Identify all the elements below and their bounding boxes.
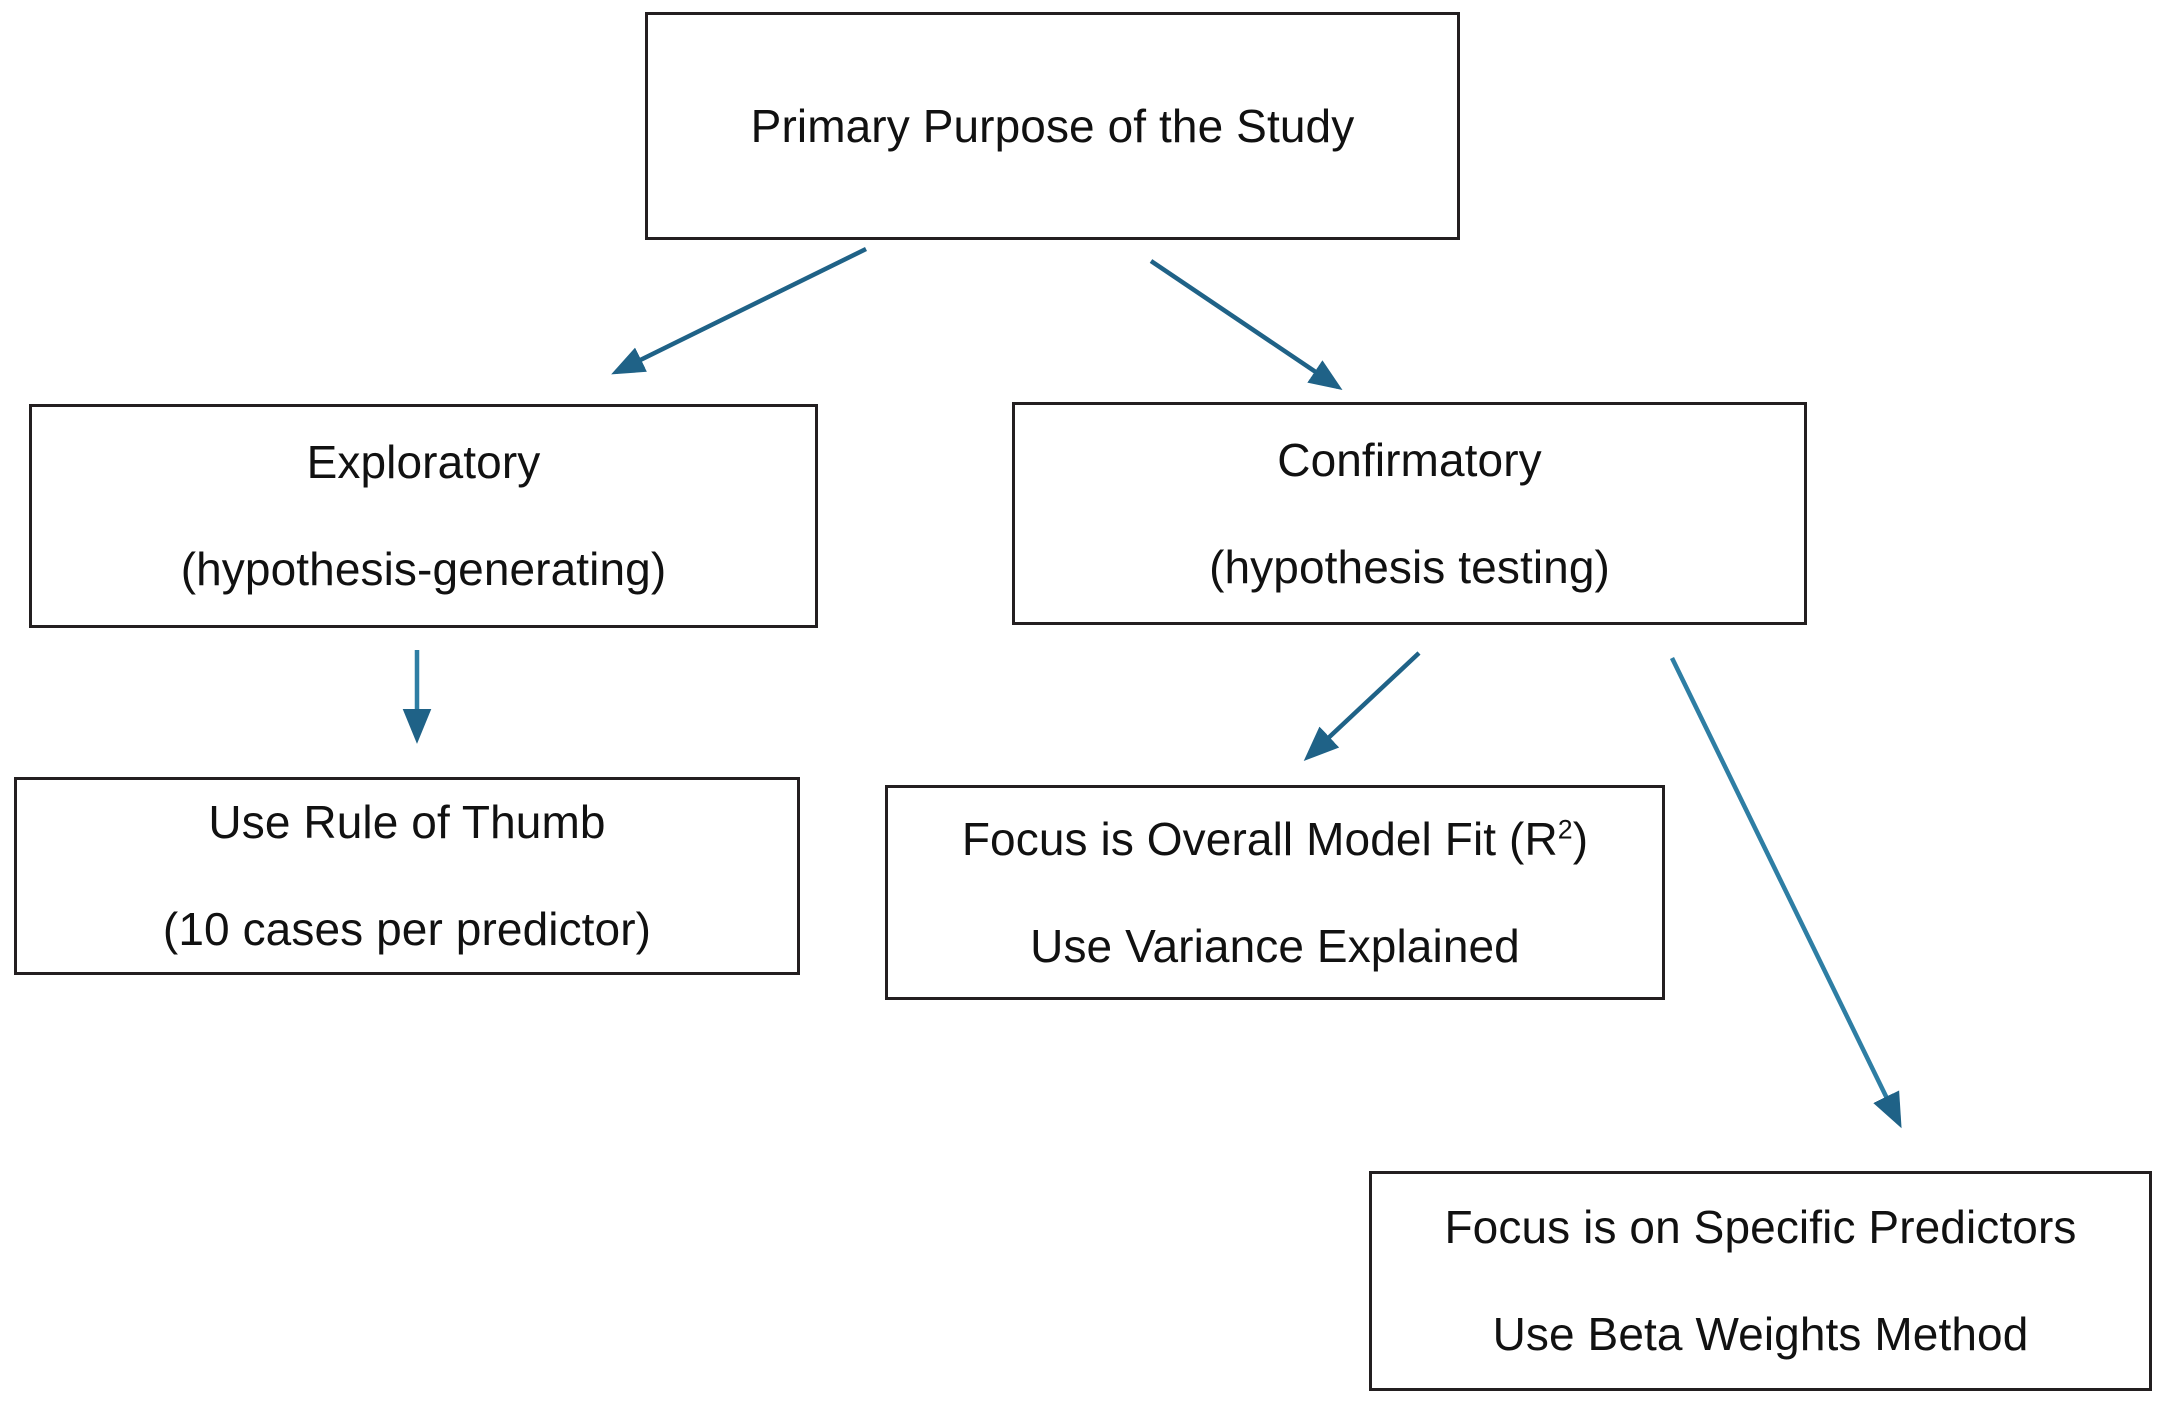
node-specific-predictors[interactable]: Focus is on Specific Predictors Use Beta… [1369, 1171, 2152, 1391]
node-exploratory-line1: Exploratory [306, 436, 541, 489]
node-use-rule-of-thumb-line2: (10 cases per predictor) [162, 903, 652, 955]
node-primary-purpose-line1: Primary Purpose of the Study [750, 99, 1355, 152]
arrow-confirmatory-to-specific-predictors [1669, 657, 1902, 1129]
node-overall-model-fit[interactable]: Focus is Overall Model Fit (R2) Use Vari… [885, 785, 1665, 1000]
arrow-root-to-exploratory [611, 246, 867, 375]
arrow-confirmatory-to-model-fit [1303, 651, 1421, 761]
node-exploratory[interactable]: Exploratory (hypothesis-generating) [29, 404, 818, 628]
node-exploratory-line2: (hypothesis-generating) [180, 543, 667, 595]
node-confirmatory-line1: Confirmatory [1277, 433, 1542, 486]
node-primary-purpose[interactable]: Primary Purpose of the Study [645, 12, 1460, 240]
node-use-rule-of-thumb-line1: Use Rule of Thumb [208, 796, 606, 849]
node-specific-predictors-line1: Focus is on Specific Predictors [1444, 1201, 2077, 1254]
node-overall-model-fit-superscript: 2 [1557, 814, 1573, 845]
node-overall-model-fit-line1: Focus is Overall Model Fit (R2) [961, 812, 1589, 865]
node-overall-model-fit-line2: Use Variance Explained [1030, 919, 1520, 972]
node-confirmatory[interactable]: Confirmatory (hypothesis testing) [1012, 402, 1807, 625]
arrow-root-to-confirmatory [1149, 259, 1343, 391]
node-specific-predictors-line2: Use Beta Weights Method [1492, 1308, 2029, 1360]
node-overall-model-fit-line1-prefix: Focus is Overall Model Fit (R [961, 812, 1558, 865]
node-confirmatory-line2: (hypothesis testing) [1209, 540, 1610, 593]
node-use-rule-of-thumb[interactable]: Use Rule of Thumb (10 cases per predicto… [14, 777, 800, 975]
node-overall-model-fit-line1-suffix: ) [1572, 812, 1589, 865]
